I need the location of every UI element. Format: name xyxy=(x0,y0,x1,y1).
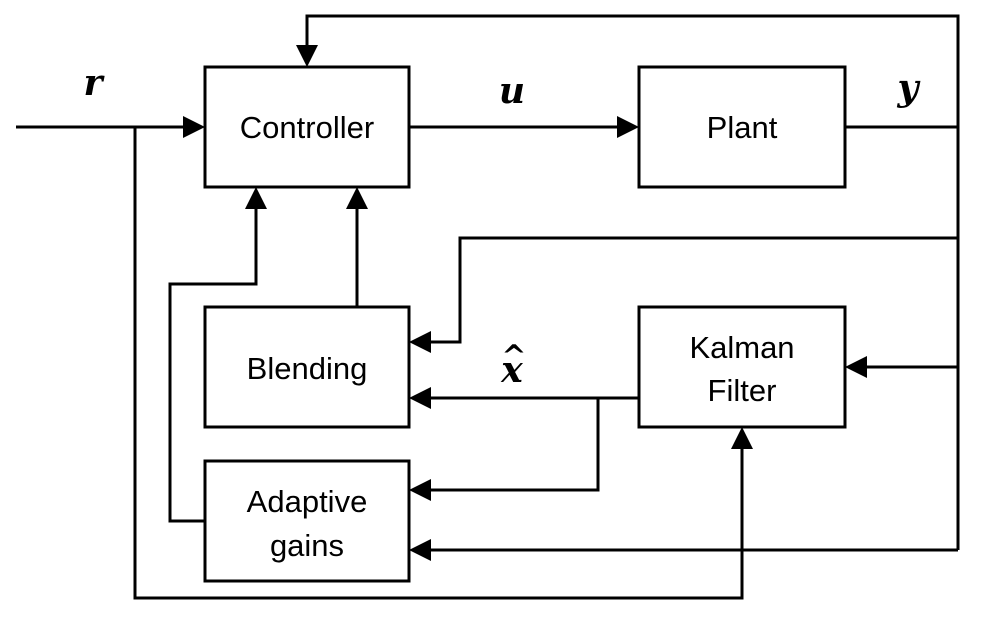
arrowhead-xhat-adaptive xyxy=(409,479,431,501)
kalman-label-line1: Kalman xyxy=(689,330,794,365)
plant-block xyxy=(637,65,847,189)
arrowhead-xhat-blending xyxy=(409,387,431,409)
wire-r-to-kalman xyxy=(133,127,744,600)
adaptive-label-line2: gains xyxy=(270,528,344,563)
wire-xhat-to-adaptive xyxy=(424,398,600,492)
arrowhead-r-controller xyxy=(183,116,205,138)
blending-block xyxy=(203,305,411,429)
arrowhead-blending-controller xyxy=(346,187,368,209)
arrowhead-r-kalman xyxy=(731,427,753,449)
signal-y-label: y xyxy=(897,67,921,109)
wire-y-to-blending xyxy=(424,236,958,344)
kalman-label-line2: Filter xyxy=(708,373,777,408)
kalman-filter-block xyxy=(637,305,847,429)
arrowhead-feedback-controller xyxy=(296,45,318,67)
blending-label: Blending xyxy=(247,351,368,386)
signal-xhat-accent: ^ xyxy=(501,339,526,374)
arrowhead-y-adaptive xyxy=(409,539,431,561)
controller-block xyxy=(203,65,411,189)
wire-adaptive-to-controller xyxy=(168,202,258,523)
controller-label: Controller xyxy=(240,110,374,145)
arrowhead-u-plant xyxy=(617,116,639,138)
adaptive-label-line1: Adaptive xyxy=(247,484,368,519)
arrowhead-adaptive-controller xyxy=(245,187,267,209)
plant-label: Plant xyxy=(707,110,778,145)
adaptive-gains-block xyxy=(203,459,411,583)
signal-r-label: r xyxy=(84,62,106,104)
signal-u-label: u xyxy=(499,70,525,112)
signal-xhat-label: x xyxy=(500,349,523,391)
arrowhead-y-blending xyxy=(409,331,431,353)
wire-y-feedback-top xyxy=(305,14,960,127)
arrowhead-y-kalman xyxy=(845,356,867,378)
